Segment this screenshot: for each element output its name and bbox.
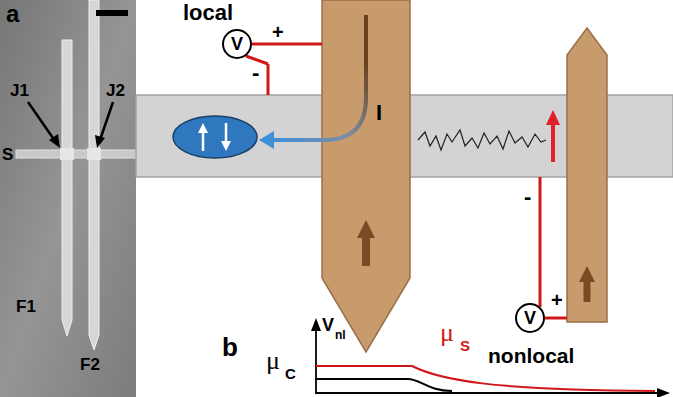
spin-arrow: [225, 123, 228, 143]
part-label: F1: [16, 298, 36, 315]
measurement-label: local: [183, 2, 233, 24]
arrow-head: [311, 318, 321, 331]
magnetization-arrow: [584, 280, 591, 302]
wire: [545, 317, 567, 320]
axis: [316, 392, 658, 394]
curve-label: μ: [440, 320, 454, 346]
arrow-head: [546, 110, 560, 125]
current-path: [273, 15, 366, 140]
polarity-sign: -: [252, 62, 259, 84]
curve-subscript: C: [285, 366, 296, 381]
scale-bar: [96, 10, 128, 16]
axis-label: V: [322, 316, 334, 334]
wire: [539, 177, 542, 307]
arrow-head: [49, 134, 60, 148]
ferromagnet: [567, 28, 607, 322]
voltmeter: V: [515, 303, 545, 333]
arrow-head: [579, 266, 595, 282]
measurement-label: nonlocal: [488, 345, 574, 366]
polarity-sign: +: [551, 290, 563, 310]
sem-electrode: [89, 0, 99, 350]
sem-channel: [16, 150, 136, 158]
panel-letter: a: [6, 2, 19, 26]
axis: [315, 330, 317, 394]
wire: [267, 64, 270, 95]
meter-symbol: V: [231, 35, 243, 53]
voltmeter: V: [222, 29, 252, 59]
arrow-head: [198, 123, 208, 133]
charge-potential-curve: [316, 379, 452, 391]
arrow-head: [95, 135, 105, 148]
current-label: I: [376, 102, 382, 124]
part-label: J1: [10, 82, 29, 99]
arrow-head: [259, 131, 274, 149]
part-label: S: [2, 146, 13, 163]
arrow-head: [657, 388, 670, 397]
diffusion-path: [418, 130, 546, 150]
part-label: J2: [106, 82, 125, 99]
axis-subscript: nl: [335, 329, 346, 341]
meter-symbol: V: [524, 309, 536, 327]
magnetization-arrow: [362, 236, 370, 266]
pointer-arrow: [28, 102, 55, 141]
wire: [252, 43, 322, 46]
sem-electrode: [62, 40, 72, 336]
spin-arrow: [202, 131, 205, 151]
polarity-sign: +: [272, 22, 284, 42]
spin-cloud: [173, 116, 257, 158]
arrow-head: [221, 141, 231, 151]
panel-letter: b: [222, 334, 238, 360]
sem-image: [0, 0, 136, 397]
spin-arrow: [551, 124, 555, 162]
sem-junction: [60, 148, 74, 160]
part-label: F2: [80, 356, 100, 373]
sem-junction: [87, 148, 101, 160]
curve-subscript: S: [460, 338, 470, 353]
curve-label: μ: [266, 348, 280, 374]
pointer-arrow: [100, 102, 113, 140]
arrow-head: [357, 220, 375, 238]
spin-potential-curve: [316, 366, 655, 391]
polarity-sign: -: [524, 186, 531, 208]
